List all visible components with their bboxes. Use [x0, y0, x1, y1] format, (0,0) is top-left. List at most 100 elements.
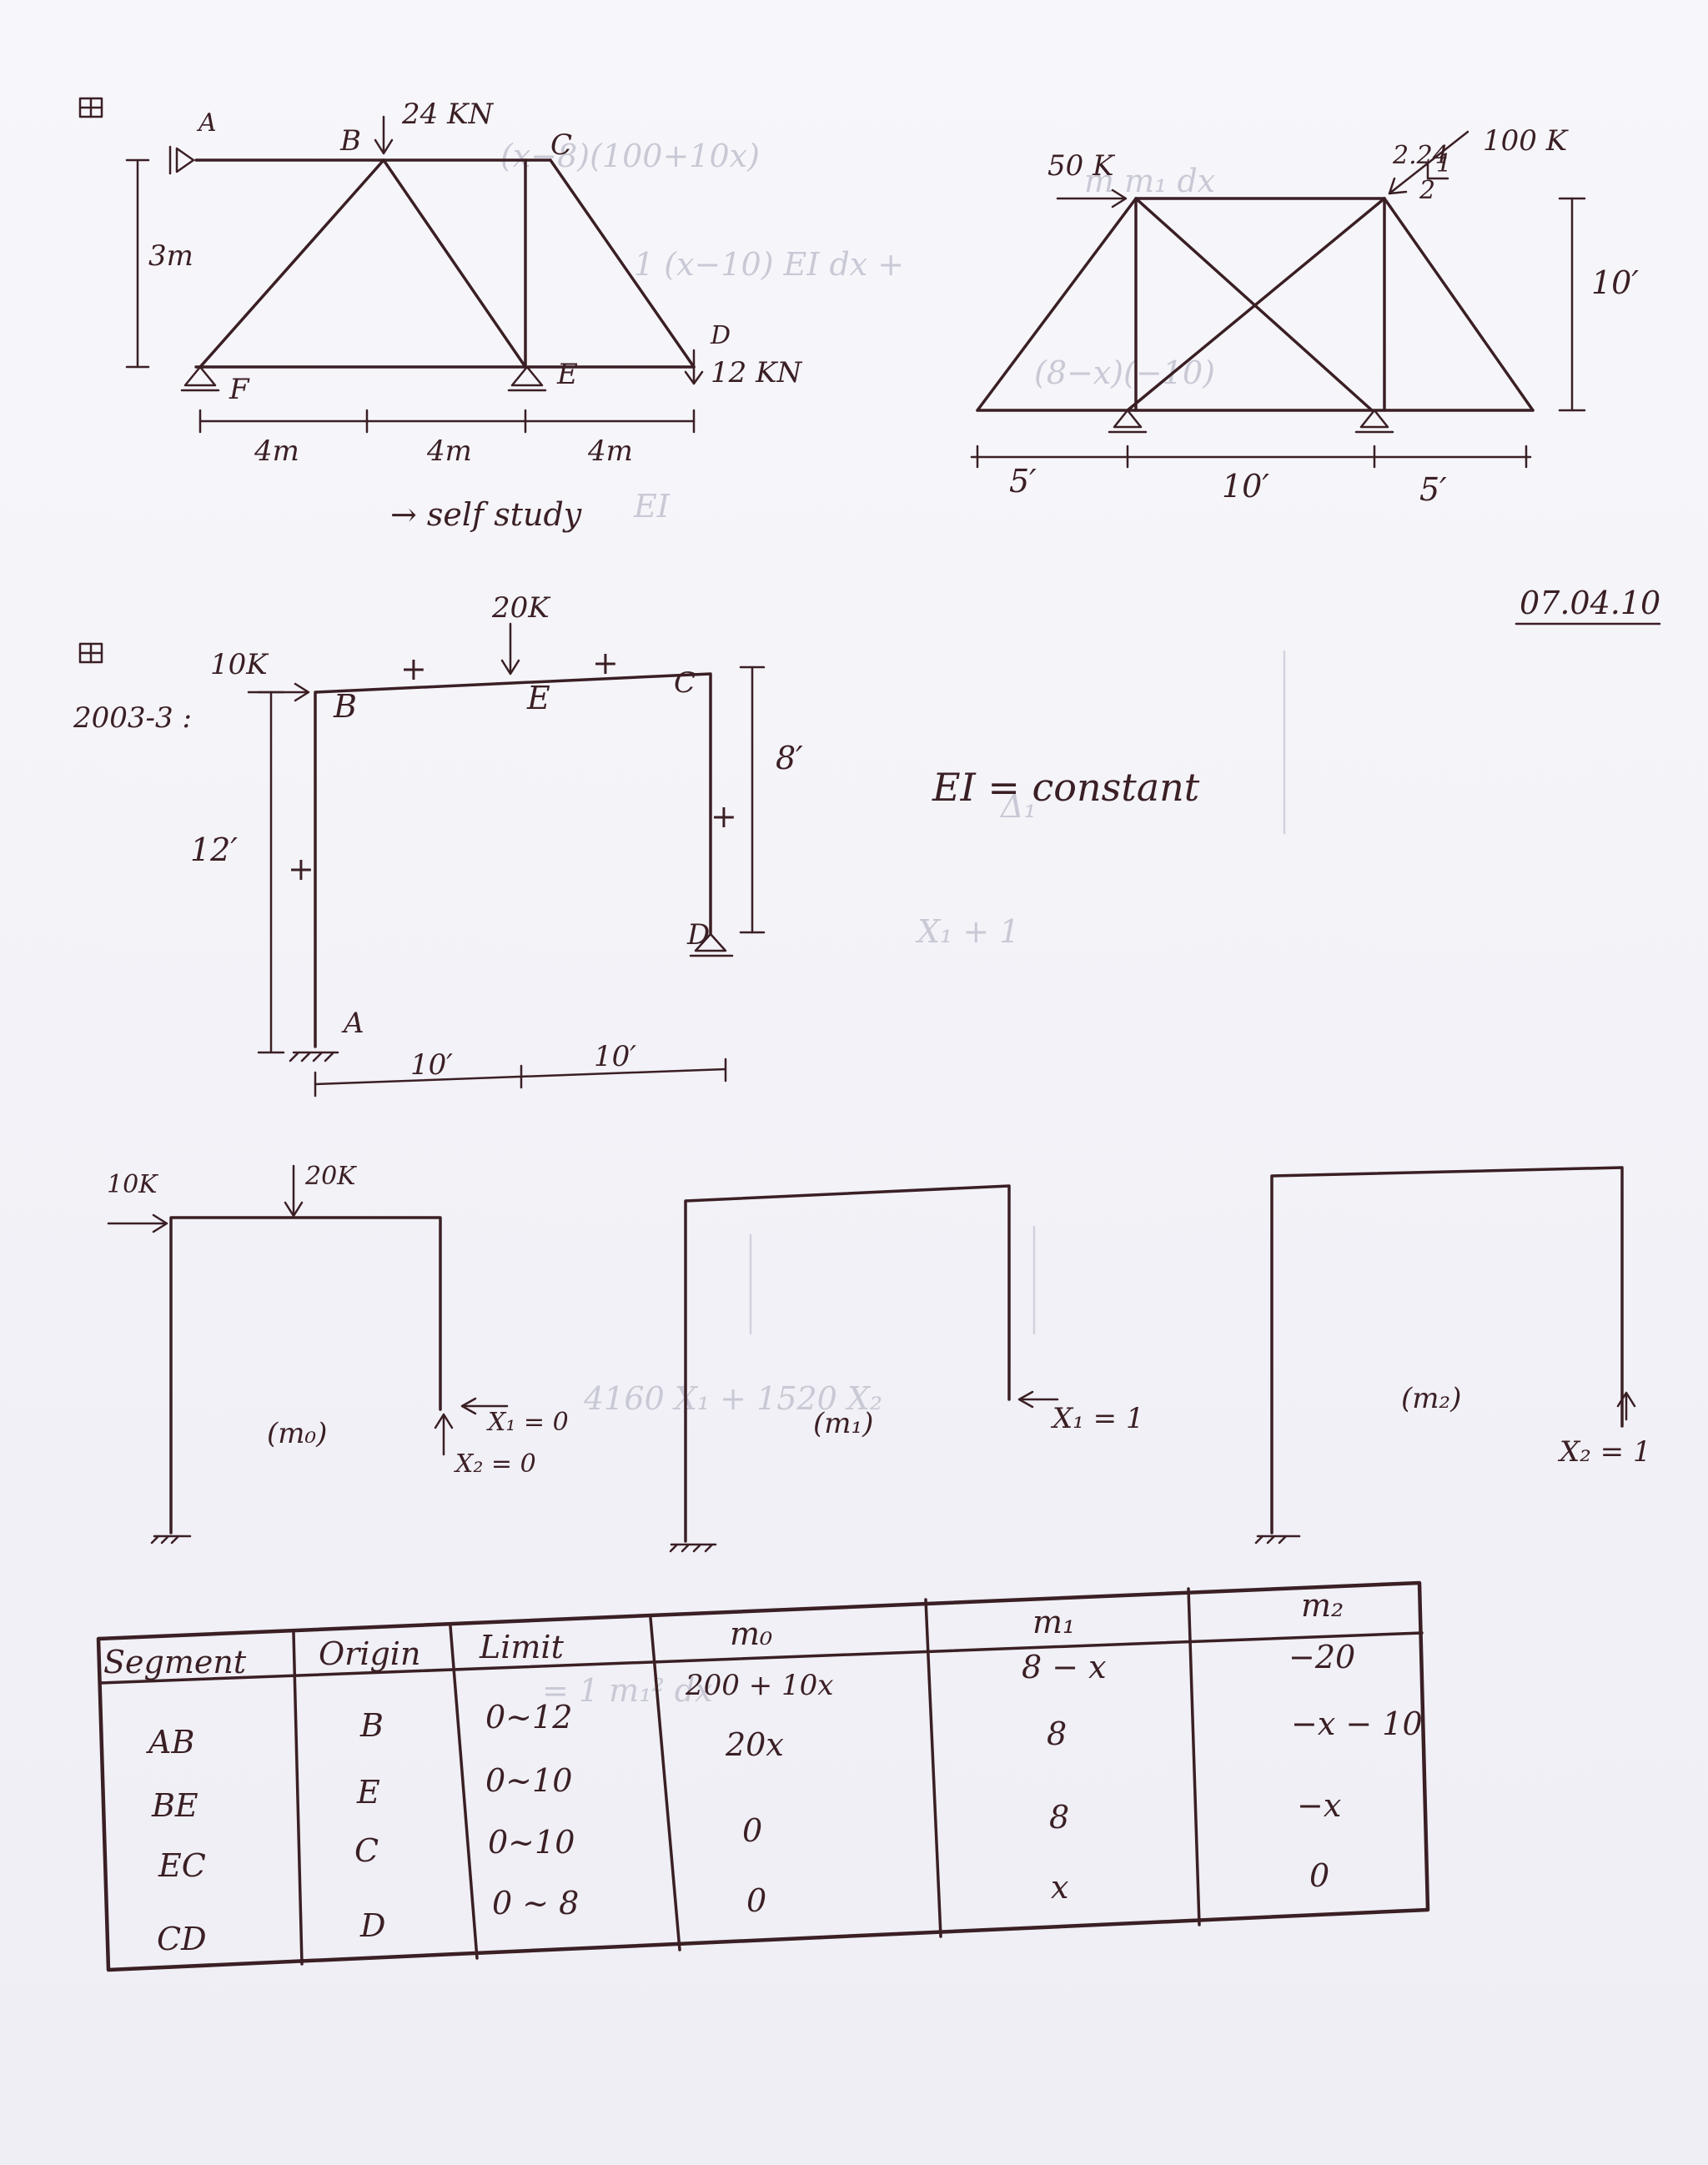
cell-limit: 0~10: [488, 1824, 575, 1861]
node-label-c: C: [550, 128, 572, 162]
load-label-20k: 20K: [491, 591, 551, 625]
node-label-b: B: [339, 124, 361, 158]
svg-text:= 1 m₁² dx: = 1 m₁² dx: [542, 1672, 713, 1709]
load-label-100k: 100 K: [1483, 124, 1570, 158]
cell-m0: 0: [742, 1812, 762, 1849]
redundant-x1-label: X₁ = 1: [1050, 1402, 1144, 1435]
grid-box-icon: [78, 97, 103, 118]
svg-text:Δ₁: Δ₁: [999, 788, 1037, 825]
node-label-a: A: [196, 108, 217, 138]
height-label: 10′: [1591, 264, 1639, 301]
cell-segment: EC: [158, 1847, 206, 1884]
table-row: EC C 0~10 0 8 −x: [158, 1787, 1341, 1884]
table-row: BE E 0~10 20x 8 −x − 10: [151, 1705, 1423, 1824]
sign-column-left: +: [288, 851, 314, 887]
span-label-2: 10′: [594, 1040, 636, 1073]
load-label-20k: 20K: [304, 1162, 357, 1191]
cell-m0: 20x: [725, 1726, 784, 1763]
frame-diagram: 2003-3 : 10K 20K B E C D A 12′ 8′ 10′ 10…: [73, 591, 1200, 1098]
problem-reference: 2003-3 :: [73, 701, 192, 735]
cell-limit: 0 ~ 8: [492, 1885, 579, 1921]
redundant-x2-label: X₂ = 0: [454, 1449, 536, 1479]
height-label-left: 12′: [190, 831, 238, 868]
released-frame-m0: 10K 20K (m₀) X₁ = 0 X₂ = 0: [107, 1162, 569, 1545]
svg-text:1 (x−10) EI dx +: 1 (x−10) EI dx +: [634, 246, 904, 283]
column-header: m₂: [1301, 1587, 1344, 1624]
cell-segment: BE: [151, 1787, 198, 1824]
table-row: CD D 0 ~ 8 0 x 0: [157, 1857, 1329, 1957]
redundant-x1-label: X₁ = 0: [486, 1408, 569, 1437]
table-row: AB B 0~12 200 + 10x 8 − x −20: [146, 1639, 1355, 1761]
svg-text:m m₁ dx: m m₁ dx: [1084, 163, 1215, 199]
cell-segment: CD: [157, 1921, 207, 1957]
cell-origin: C: [354, 1832, 379, 1869]
ei-constant-note: EI = constant: [932, 765, 1200, 810]
sign-beam-left: +: [400, 651, 427, 687]
height-label: 3m: [148, 239, 193, 273]
truss-diagram-1: A B C D E F 24 KN 12 KN 3m 4m 4m 4m → se…: [78, 97, 802, 533]
cell-limit: 0~10: [485, 1762, 572, 1799]
svg-text:(x−8)(100+10x): (x−8)(100+10x): [500, 138, 760, 174]
cell-m0: 0: [746, 1882, 766, 1919]
column-header: Segment: [103, 1644, 247, 1680]
column-header: Limit: [479, 1629, 565, 1665]
span-label-1: 10′: [410, 1048, 453, 1082]
svg-text:4160 X₁ + 1520 X₂: 4160 X₁ + 1520 X₂: [583, 1380, 882, 1417]
height-label-right: 8′: [776, 740, 803, 776]
sign-beam-right: +: [592, 645, 619, 681]
cell-m1: 8 − x: [1022, 1649, 1107, 1685]
node-label-e: E: [526, 680, 550, 716]
cell-m2: −x: [1297, 1787, 1341, 1824]
slope-label-hyp: 2.24: [1392, 141, 1449, 170]
cell-limit: 0~12: [485, 1699, 572, 1736]
cell-m0: 200 + 10x: [685, 1669, 833, 1702]
span-label-3: 5′: [1419, 471, 1447, 508]
node-label-f: F: [229, 373, 250, 406]
svg-text:(8−x)(−10): (8−x)(−10): [1034, 354, 1215, 391]
bleed-through: (x−8)(100+10x) m m₁ dx 1 (x−10) EI dx + …: [500, 138, 1286, 1709]
cell-origin: D: [359, 1907, 385, 1944]
cell-origin: B: [359, 1707, 384, 1744]
redundant-x2-label: X₂ = 1: [1557, 1435, 1651, 1469]
load-label-10k: 10K: [107, 1170, 158, 1199]
span-label-1: 5′: [1009, 463, 1037, 500]
cell-m2: −20: [1289, 1639, 1355, 1675]
cell-m2: −x − 10: [1291, 1705, 1423, 1742]
svg-text:EI: EI: [633, 488, 671, 525]
self-study-note: → self study: [390, 496, 582, 533]
load-label-12kn: 12 KN: [711, 356, 802, 389]
slope-label-rise: 1: [1436, 149, 1452, 178]
cell-segment: AB: [146, 1724, 194, 1761]
column-header: Origin: [319, 1635, 420, 1672]
load-label-50k: 50 K: [1047, 149, 1116, 183]
svg-text:X₁ + 1: X₁ + 1: [915, 913, 1019, 950]
node-label-d: D: [686, 918, 710, 952]
slope-label-run: 2: [1419, 176, 1435, 205]
released-frame-m1: (m₁) X₁ = 1: [669, 1184, 1144, 1553]
column-header: m₁: [1032, 1604, 1075, 1640]
sign-column-right: +: [711, 798, 737, 835]
grid-box-icon: [78, 642, 103, 664]
diagram-tag-m0: (m₀): [267, 1417, 327, 1450]
truss-diagram-2: 50 K 100 K 2.24 1 2 10′ 5′ 10′ 5′: [970, 124, 1639, 508]
released-frame-m2: (m₂) X₂ = 1: [1254, 1166, 1651, 1545]
cell-m1: 8: [1047, 1715, 1067, 1752]
column-header: m₀: [730, 1615, 772, 1652]
load-label-24kn: 24 KN: [401, 98, 494, 131]
cell-m2: 0: [1309, 1857, 1329, 1894]
diagram-tag-m1: (m₁): [813, 1407, 873, 1440]
diagram-tag-m2: (m₂): [1401, 1382, 1461, 1415]
cell-m1: 8: [1049, 1799, 1069, 1836]
date-label: 07.04.10: [1520, 585, 1660, 621]
span-label-1: 4m: [254, 435, 299, 468]
span-label-3: 4m: [587, 435, 633, 468]
span-label-2: 10′: [1222, 468, 1269, 505]
node-label-c: C: [674, 666, 696, 700]
load-label-10k: 10K: [210, 648, 269, 681]
node-label-a: A: [341, 1007, 364, 1040]
node-label-d: D: [710, 321, 731, 350]
cell-origin: E: [356, 1774, 380, 1811]
span-label-2: 4m: [426, 435, 472, 468]
